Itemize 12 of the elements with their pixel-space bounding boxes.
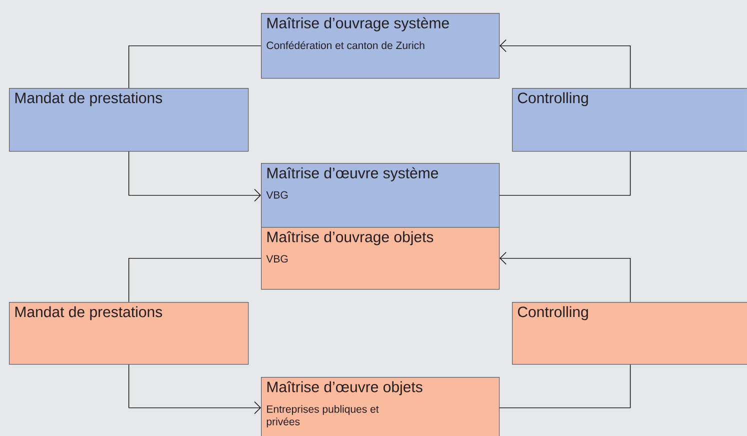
- connector-arrow: [500, 252, 631, 302]
- process-box: Mandat de prestations: [9, 88, 249, 152]
- connector-arrow: [128, 364, 261, 414]
- connector-arrow: [500, 39, 631, 88]
- process-box: Controlling: [512, 302, 747, 365]
- process-box: Controlling: [512, 88, 747, 152]
- process-box: Maîtrise d’ouvrage système Confédération et canton de Zurich: [261, 13, 500, 79]
- process-box: Maîtrise d’œuvre système VBG: [261, 163, 500, 228]
- process-box: Maîtrise d’ouvrage objets VBG: [261, 227, 500, 290]
- process-box: Maîtrise d’œuvre objets Entreprises publiques et privées: [261, 377, 500, 436]
- process-box: Mandat de prestations: [9, 302, 249, 365]
- connector-arrow: [128, 151, 261, 202]
